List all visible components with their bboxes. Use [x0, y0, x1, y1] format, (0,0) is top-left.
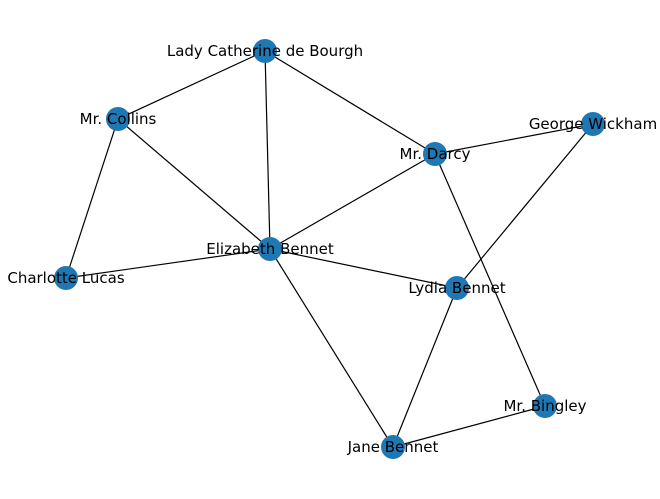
node-wickham — [581, 112, 605, 136]
edge-darcy-bingley — [434, 153, 546, 407]
edge-lydia-jane — [392, 287, 458, 448]
edge-darcy-elizabeth — [269, 153, 436, 250]
node-charlotte — [54, 266, 78, 290]
edge-darcy-wickham — [434, 123, 594, 155]
edge-elizabeth-jane — [269, 248, 394, 448]
edge-wickham-lydia — [456, 123, 594, 289]
nodes-layer — [54, 39, 605, 459]
node-collins — [106, 107, 130, 131]
node-darcy — [423, 142, 447, 166]
edge-elizabeth-charlotte — [65, 248, 271, 279]
edge-lady_catherine-elizabeth — [264, 50, 271, 250]
node-label-charlotte: Charlotte Lucas — [7, 269, 124, 287]
node-lydia — [445, 276, 469, 300]
node-label-lydia: Lydia Bennet — [408, 279, 505, 297]
node-label-bingley: Mr. Bingley — [503, 397, 586, 415]
edge-collins-elizabeth — [117, 118, 271, 250]
edge-collins-charlotte — [65, 118, 119, 279]
node-label-jane: Jane Bennet — [347, 438, 439, 456]
node-label-lady_catherine: Lady Catherine de Bourgh — [167, 42, 363, 60]
edge-lady_catherine-darcy — [264, 50, 436, 155]
edge-elizabeth-lydia — [269, 248, 458, 289]
node-jane — [381, 435, 405, 459]
edges-layer — [65, 50, 594, 448]
node-label-elizabeth: Elizabeth Bennet — [206, 240, 334, 258]
node-label-collins: Mr. Collins — [80, 110, 157, 128]
node-bingley — [533, 394, 557, 418]
node-lady_catherine — [253, 39, 277, 63]
node-label-darcy: Mr. Darcy — [400, 145, 471, 163]
edge-lady_catherine-collins — [117, 50, 266, 120]
node-elizabeth — [258, 237, 282, 261]
node-label-wickham: George Wickham — [529, 115, 657, 133]
edge-jane-bingley — [392, 405, 546, 448]
